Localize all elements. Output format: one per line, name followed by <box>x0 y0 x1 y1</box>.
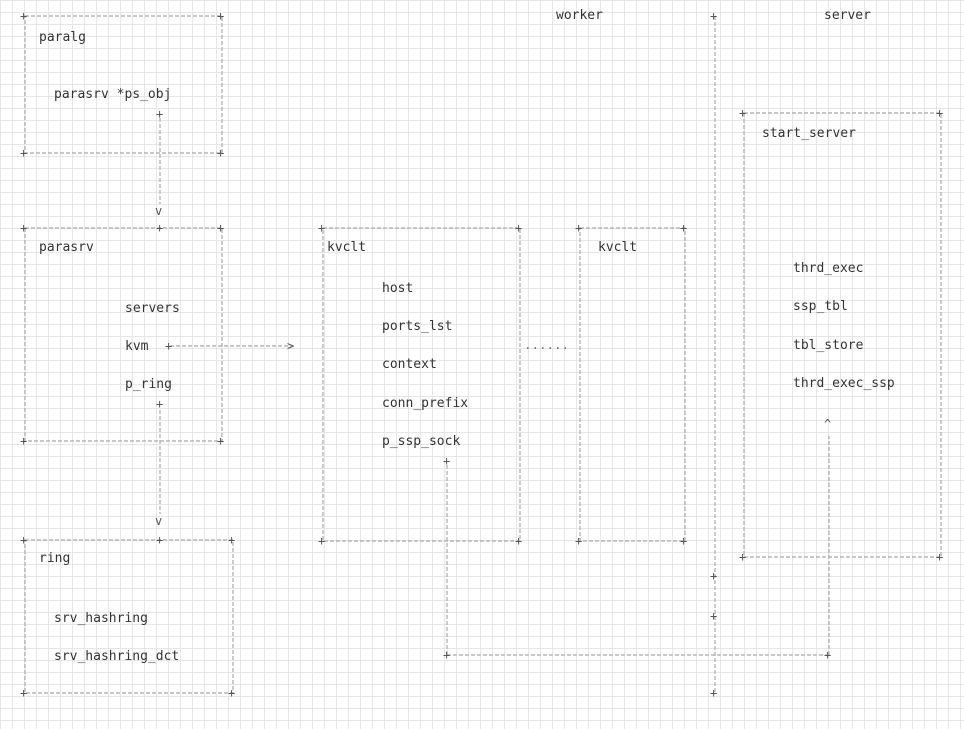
svg-text:+: + <box>20 221 27 235</box>
paralg-title: paralg <box>39 30 86 45</box>
svg-text:+: + <box>710 609 717 623</box>
ring-title: ring <box>39 551 71 566</box>
kvclt-main-title: kvclt <box>327 240 367 255</box>
start-server-box <box>743 112 942 558</box>
svg-text:+: + <box>20 146 27 160</box>
svg-text:+: + <box>156 533 163 547</box>
svg-text:v: v <box>155 204 162 218</box>
start-server-field-tbl-store: tbl_store <box>793 338 864 353</box>
svg-text:+: + <box>156 107 163 121</box>
svg-text:+: + <box>217 9 224 23</box>
svg-text:v: v <box>155 514 162 528</box>
svg-text:+: + <box>824 648 831 662</box>
ring-field-srv-hashring-dct: srv_hashring_dct <box>54 649 180 664</box>
parasrv-field-kvm: kvm <box>125 339 149 354</box>
ring-field-srv-hashring: srv_hashring <box>54 611 148 626</box>
svg-text:+: + <box>575 534 582 548</box>
parasrv-title: parasrv <box>39 240 94 255</box>
svg-text:>: > <box>287 339 294 353</box>
kvclt-other-box <box>579 227 686 542</box>
svg-text:+: + <box>936 106 943 120</box>
svg-text:+: + <box>710 9 717 23</box>
svg-text:+: + <box>739 550 746 564</box>
svg-text:+: + <box>217 434 224 448</box>
svg-text:+: + <box>680 534 687 548</box>
svg-text:+: + <box>217 146 224 160</box>
parasrv-field-p-ring: p_ring <box>125 377 172 392</box>
svg-text:+: + <box>165 339 172 353</box>
start-server-title: start_server <box>762 126 856 141</box>
svg-text:+: + <box>217 221 224 235</box>
svg-text:+: + <box>228 686 235 700</box>
start-server-field-thrd-exec-ssp: thrd_exec_ssp <box>793 376 895 391</box>
svg-text:+: + <box>710 686 717 700</box>
svg-text:+: + <box>443 454 450 468</box>
svg-text:+: + <box>20 686 27 700</box>
kvclt-field-ports-lst: ports_lst <box>382 319 453 334</box>
svg-text:+: + <box>228 533 235 547</box>
svg-text:+: + <box>443 648 450 662</box>
junction-marks: + + + + + + + + + + + + + + + + + + + + + + + + +… <box>20 9 943 700</box>
ssp-sock-connector <box>446 436 830 656</box>
svg-text:+: + <box>680 221 687 235</box>
svg-text:^: ^ <box>824 417 831 431</box>
kvclt-main-box <box>322 227 521 542</box>
svg-text:+: + <box>739 106 746 120</box>
kvclt-other-title: kvclt <box>598 240 638 255</box>
svg-text:+: + <box>156 221 163 235</box>
svg-text:+: + <box>20 533 27 547</box>
start-server-field-ssp-tbl: ssp_tbl <box>793 299 848 314</box>
server-region-label: server <box>824 8 871 23</box>
kvclt-field-p-ssp-sock: p_ssp_sock <box>382 434 461 449</box>
svg-text:+: + <box>575 221 582 235</box>
svg-text:+: + <box>515 221 522 235</box>
kvclt-field-context: context <box>382 357 437 372</box>
paralg-field-ps-obj: parasrv *ps_obj <box>54 87 172 102</box>
worker-region-label: worker <box>556 8 603 23</box>
kvclt-field-host: host <box>382 281 414 296</box>
svg-text:+: + <box>318 534 325 548</box>
paralg-box <box>24 15 223 154</box>
svg-text:+: + <box>936 550 943 564</box>
start-server-field-thrd-exec: thrd_exec <box>793 261 864 276</box>
svg-text:+: + <box>710 569 717 583</box>
parasrv-box <box>24 227 223 442</box>
ring-box <box>24 539 234 694</box>
kvclt-ellipsis: ..... <box>526 341 565 357</box>
parasrv-field-servers: servers <box>125 301 180 316</box>
svg-text:+: + <box>20 434 27 448</box>
svg-text:+: + <box>515 534 522 548</box>
svg-text:+: + <box>156 397 163 411</box>
kvclt-field-conn-prefix: conn_prefix <box>382 396 469 411</box>
svg-text:+: + <box>20 9 27 23</box>
svg-text:+: + <box>318 221 325 235</box>
